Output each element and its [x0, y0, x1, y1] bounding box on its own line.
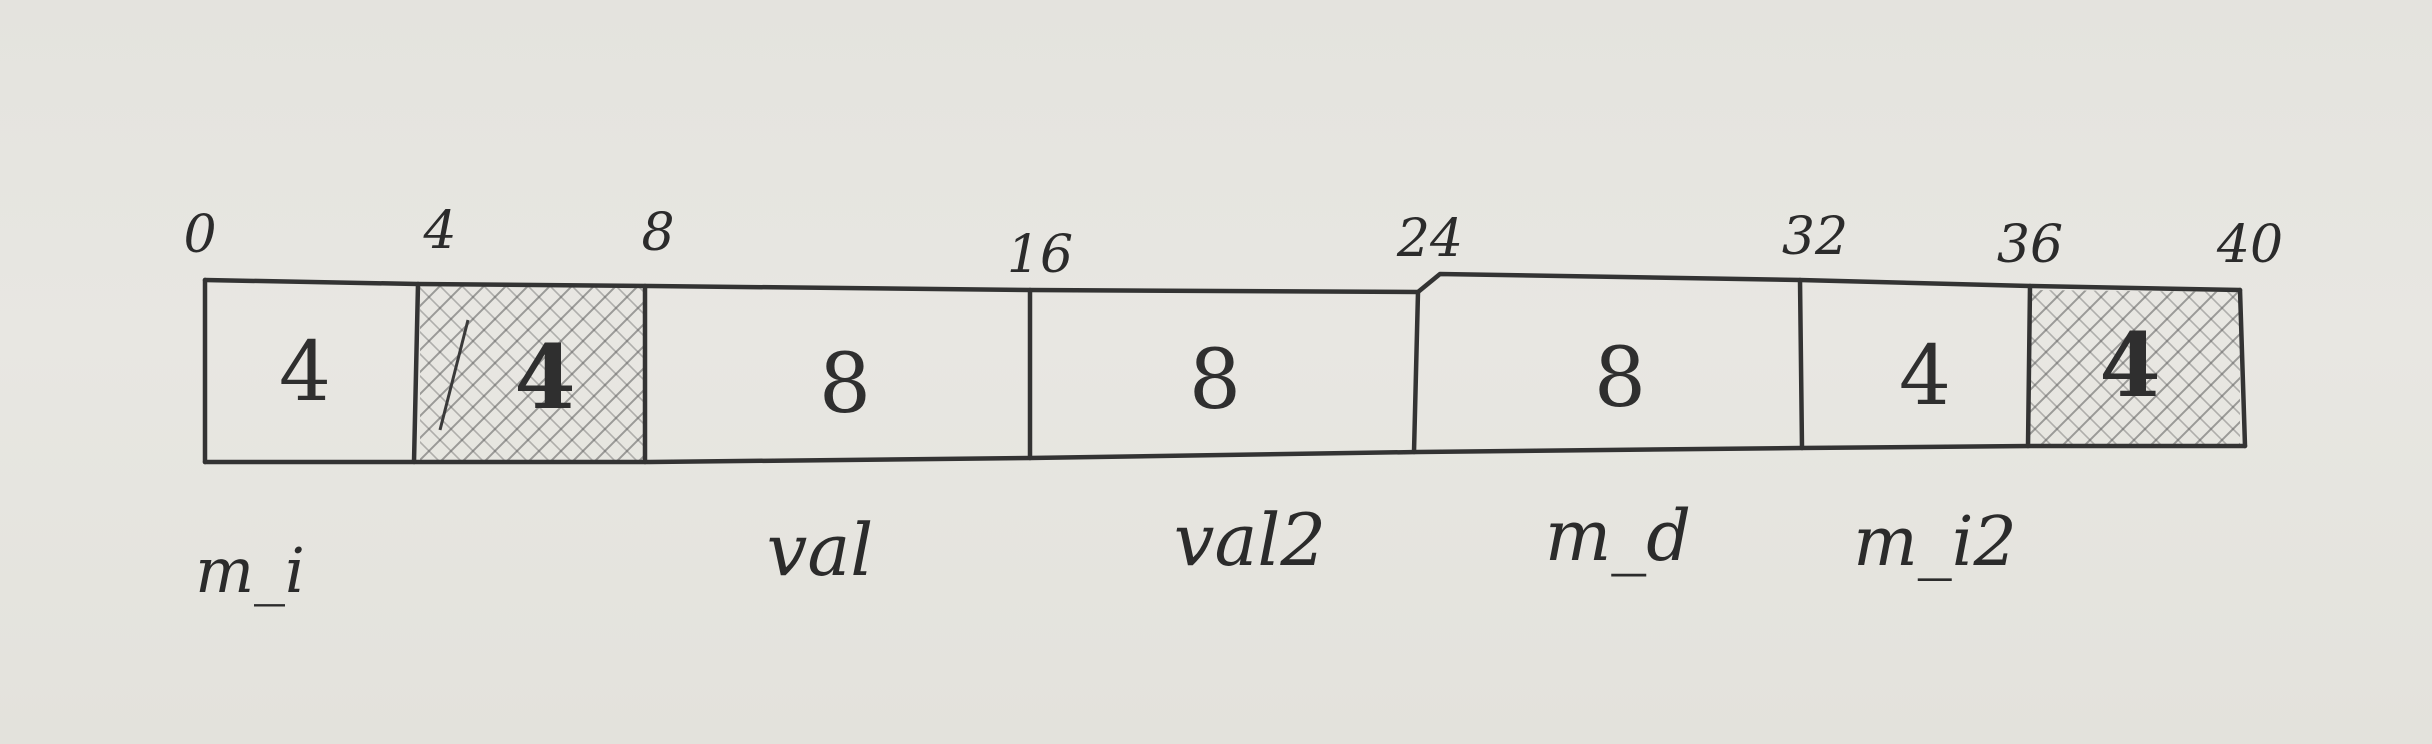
cell-divider: [1797, 277, 1805, 451]
offset-label: 40: [2216, 215, 2283, 275]
cell-divider: [1411, 289, 1421, 455]
pencil-slash-mark: [438, 319, 470, 431]
offset-label: 0: [183, 205, 216, 265]
offset-label: 8: [641, 203, 674, 263]
cell-size: 4: [514, 325, 575, 429]
padding-hatch: [2030, 290, 2240, 448]
member-labels: m_i val val2 m_d m_i2: [195, 495, 2017, 607]
cell-size: 4: [1899, 329, 1951, 424]
offset-label: 24: [1396, 209, 1463, 269]
member-label-m-d: m_d: [1545, 495, 1691, 577]
padding-hatch: [420, 286, 645, 462]
offset-label: 36: [1997, 215, 2063, 275]
offset-label: 32: [1782, 207, 1848, 267]
cell-divider: [2025, 283, 2033, 449]
memory-box: [202, 271, 2248, 465]
member-label-val2: val2: [1174, 498, 1326, 582]
offset-label: 16: [1007, 225, 1073, 285]
cell-size: 8: [1594, 331, 1646, 426]
offset-label: 4: [422, 201, 456, 261]
cell-size: 8: [819, 337, 871, 432]
box-right-edge: [2237, 287, 2248, 449]
member-label-m-i2: m_i2: [1853, 503, 2017, 582]
member-label-m-i: m_i: [195, 534, 305, 607]
member-label-val: val: [767, 508, 874, 592]
cell-size: 4: [2099, 313, 2160, 417]
offset-labels: 0 4 8 16 24 32 36 40: [183, 201, 2283, 285]
cell-divider: [411, 281, 421, 465]
box-bottom-edge: [202, 443, 2248, 465]
cell-size: 8: [1189, 333, 1241, 428]
cell-sizes: 4 4 8 8 8 4 4: [279, 313, 2161, 432]
padding-hatches: [420, 286, 2240, 462]
cell-size: 4: [279, 325, 331, 420]
